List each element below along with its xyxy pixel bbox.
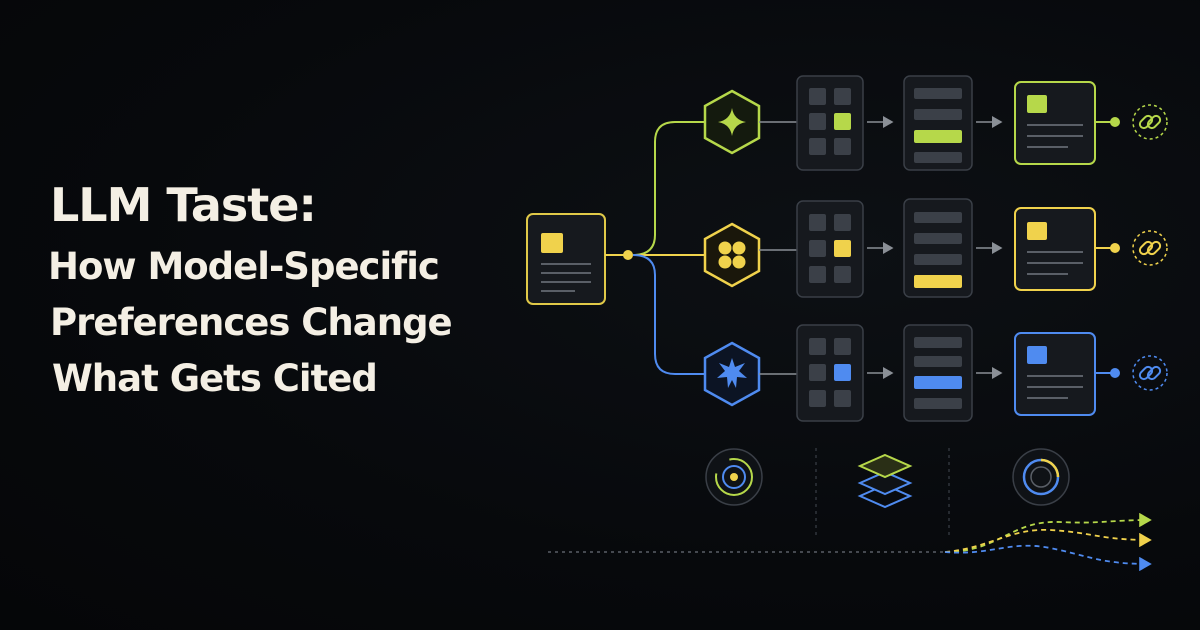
- footer-separators: [815, 448, 950, 535]
- ring-gauge-icon: [1012, 448, 1070, 506]
- row-yellow: [759, 198, 1168, 298]
- sparkle-star-icon: [703, 89, 761, 155]
- starburst-icon: [703, 341, 761, 407]
- subtitle-line-2: Preferences Change: [50, 301, 453, 344]
- list-card: [903, 324, 973, 422]
- list-card: [903, 198, 973, 298]
- row-blue: [759, 324, 1168, 422]
- branch-connectors: [605, 121, 705, 375]
- grid-card: [796, 200, 864, 298]
- four-petal-flower-icon: [703, 222, 761, 288]
- subtitle-line-3: What Gets Cited: [52, 357, 378, 400]
- chain-link-icon: [1132, 355, 1168, 391]
- grid-card: [796, 324, 864, 422]
- output-document-icon: [1014, 332, 1096, 416]
- grid-card: [796, 75, 864, 171]
- subtitle-line-1: How Model-Specific: [48, 245, 440, 288]
- title-block: LLM Taste: How Model-Specific Preference…: [48, 175, 520, 407]
- timeline: [548, 512, 1152, 572]
- output-document-icon: [1014, 81, 1096, 165]
- list-card: [903, 75, 973, 171]
- chain-link-icon: [1132, 230, 1168, 266]
- layer-stack-icon: [857, 453, 913, 509]
- chain-link-icon: [1132, 104, 1168, 140]
- page-title: LLM Taste:: [50, 178, 317, 232]
- source-document-icon: [526, 213, 606, 305]
- output-document-icon: [1014, 207, 1096, 291]
- row-lime: [759, 75, 1168, 171]
- concentric-rings-icon: [705, 448, 763, 506]
